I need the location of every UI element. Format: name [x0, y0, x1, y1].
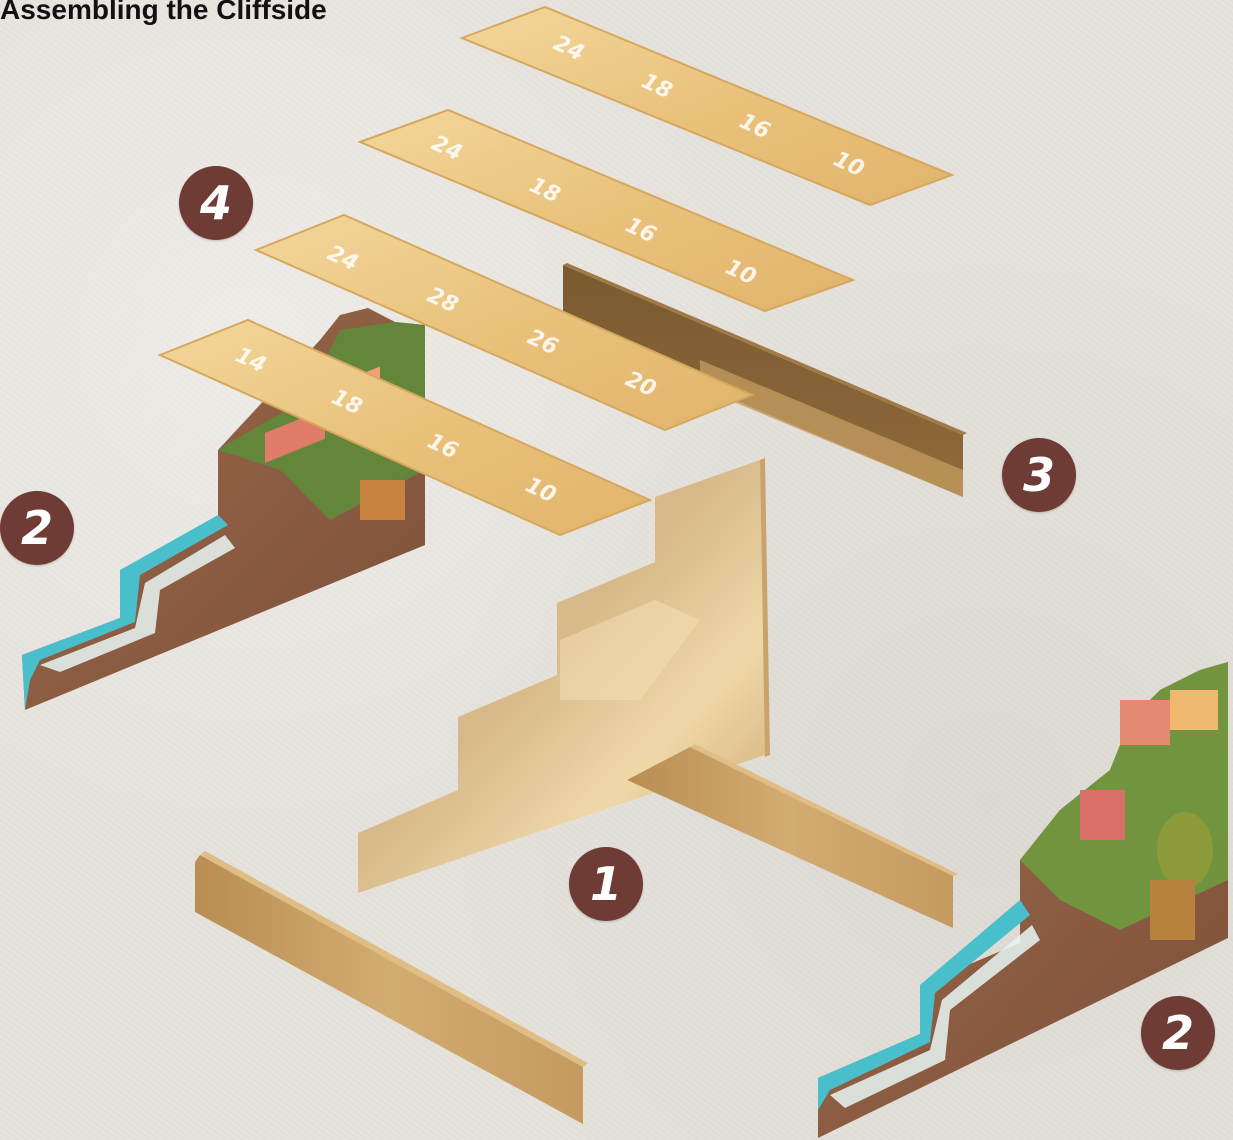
front-left-board [195, 851, 588, 1124]
callout-2-left: 2 [0, 491, 74, 565]
front-right-board [627, 744, 958, 928]
callout-2-right: 2 [1141, 996, 1215, 1070]
callout-1: 1 [569, 847, 643, 921]
callout-3: 3 [1002, 438, 1076, 512]
callout-4: 4 [179, 166, 253, 240]
